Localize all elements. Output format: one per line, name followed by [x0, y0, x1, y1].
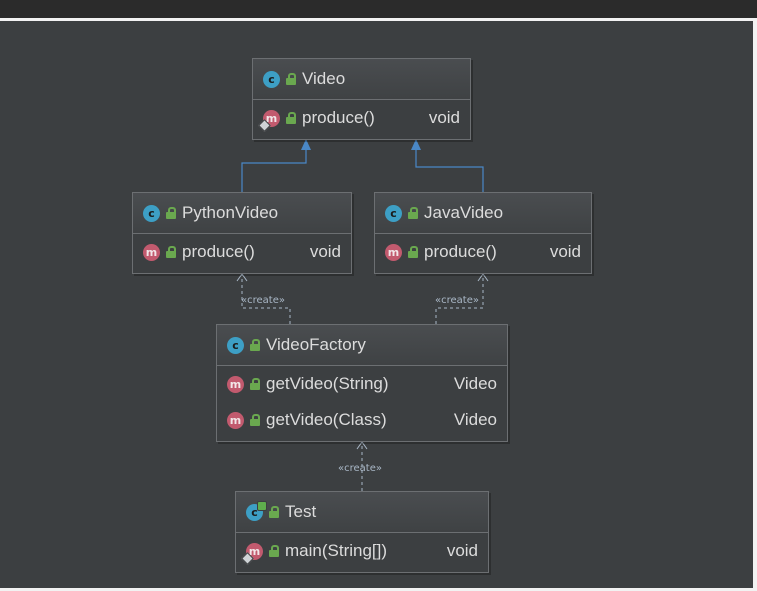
public-lock-icon — [250, 339, 260, 351]
create-label-test: «create» — [338, 463, 382, 474]
class-name: VideoFactory — [266, 335, 366, 354]
class-header: c VideoFactory — [217, 325, 507, 366]
method-return-type: void — [309, 242, 341, 261]
public-lock-icon — [286, 112, 296, 124]
window-top-bar — [0, 0, 757, 18]
method-row[interactable]: m getVideo(String) Video — [217, 366, 507, 402]
inherit-arrow-python — [301, 139, 311, 150]
method-icon: m — [227, 375, 244, 393]
method-name: produce() — [302, 108, 375, 127]
bottom-edge — [0, 588, 757, 591]
method-row[interactable]: m produce() void — [375, 234, 591, 270]
static-mark-icon — [241, 551, 254, 565]
class-video-factory[interactable]: c VideoFactory m getVideo(String) Video … — [216, 324, 508, 442]
create-edge-java — [435, 275, 484, 324]
method-icon: m — [227, 411, 244, 429]
inherit-arrow-java — [411, 139, 421, 150]
create-label-python: «create» — [241, 295, 285, 306]
class-header: c PythonVideo — [133, 193, 351, 234]
create-edge-python — [241, 275, 291, 324]
method-row[interactable]: m main(String[]) void — [236, 533, 488, 569]
class-icon: c — [385, 204, 402, 222]
public-lock-icon — [250, 414, 260, 426]
public-lock-icon — [269, 506, 279, 518]
class-java-video[interactable]: c JavaVideo m produce() void — [374, 192, 592, 274]
class-icon: c — [227, 336, 244, 354]
public-lock-icon — [286, 73, 296, 85]
create-arrow-java — [477, 273, 489, 282]
method-name: produce() — [182, 242, 255, 261]
class-icon: c — [143, 204, 160, 222]
method-icon: m — [385, 243, 402, 261]
method-return-type: Video — [453, 410, 497, 429]
method-row[interactable]: m getVideo(Class) Video — [217, 402, 507, 438]
class-header: c Test — [236, 492, 488, 533]
method-icon: m — [143, 243, 160, 261]
top-divider — [0, 18, 757, 21]
method-icon: m — [241, 542, 263, 565]
method-return-type: void — [428, 108, 460, 127]
method-return-type: void — [446, 541, 478, 560]
method-return-type: void — [549, 242, 581, 261]
abstract-mark-icon — [258, 118, 271, 132]
method-name: main(String[]) — [285, 541, 388, 560]
method-name: getVideo(Class) — [266, 410, 387, 429]
public-lock-icon — [166, 246, 176, 258]
class-video[interactable]: c Video m produce() void — [252, 58, 471, 140]
create-arrow-python — [236, 273, 248, 282]
method-icon: m — [258, 109, 280, 132]
method-row[interactable]: m produce() void — [133, 234, 351, 270]
class-icon: c — [246, 500, 267, 521]
public-lock-icon — [166, 207, 176, 219]
inherit-edge-java — [415, 145, 484, 192]
public-lock-icon — [408, 246, 418, 258]
method-name: produce() — [424, 242, 497, 261]
class-header: c Video — [253, 59, 470, 100]
class-test[interactable]: c Test m main(String[]) void — [235, 491, 489, 573]
runnable-mark-icon — [257, 500, 267, 511]
right-edge — [753, 21, 757, 591]
class-name: Video — [302, 69, 346, 88]
public-lock-icon — [250, 378, 260, 390]
inherit-edge-python — [241, 145, 307, 192]
method-return-type: Video — [453, 374, 497, 393]
class-name: JavaVideo — [424, 203, 504, 222]
class-header: c JavaVideo — [375, 193, 591, 234]
create-arrow-test — [356, 441, 368, 450]
method-row[interactable]: m produce() void — [253, 100, 470, 136]
public-lock-icon — [408, 207, 418, 219]
class-name: Test — [285, 502, 317, 521]
class-python-video[interactable]: c PythonVideo m produce() void — [132, 192, 352, 274]
method-name: getVideo(String) — [266, 374, 389, 393]
create-label-java: «create» — [435, 295, 479, 306]
class-name: PythonVideo — [182, 203, 279, 222]
public-lock-icon — [269, 545, 279, 557]
class-icon: c — [263, 70, 280, 88]
